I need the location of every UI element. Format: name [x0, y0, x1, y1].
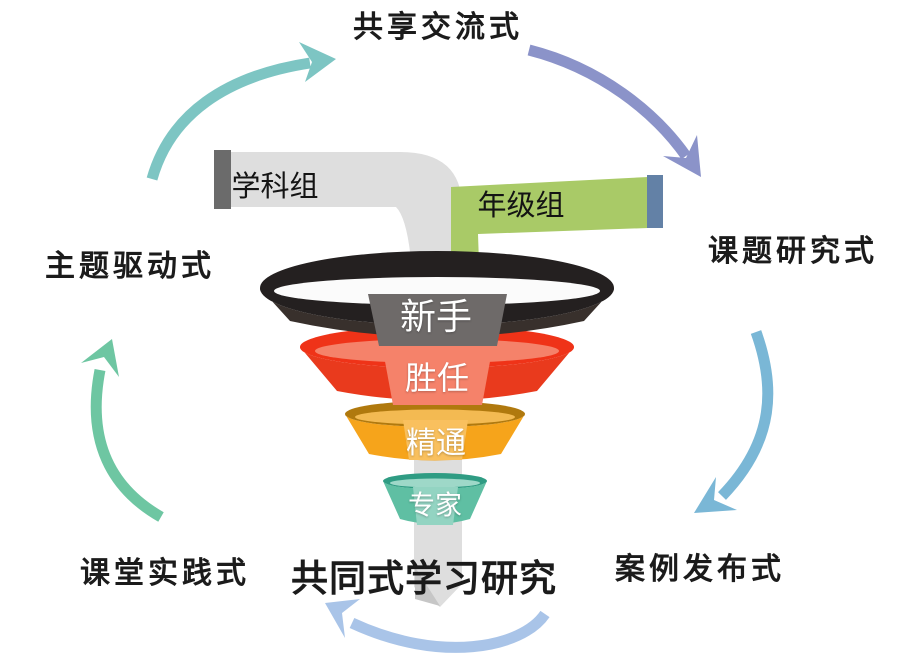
arrow-top-right — [527, 44, 701, 177]
arrow-right-head — [694, 477, 737, 513]
subject-group-pipe-cap — [214, 150, 231, 209]
funnel-level-expert-inner — [390, 478, 480, 488]
subject-group-pipe-fold — [415, 567, 440, 606]
arrow-bottom-shaft — [349, 610, 550, 653]
funnel-level-novice-band — [368, 294, 507, 346]
arrow-right-shaft — [718, 330, 774, 500]
funnel-level-proficient-band — [403, 420, 468, 460]
arrow-top-right-shaft — [527, 44, 691, 160]
funnel-level-expert — [383, 473, 487, 525]
funnel-level-proficient — [345, 401, 525, 461]
arrow-top-left — [146, 42, 336, 181]
grade-group-pipe-body — [451, 177, 648, 263]
funnel-level-competent — [300, 326, 574, 405]
funnel-level-novice-inner — [274, 277, 600, 305]
funnel-level-competent-inner — [315, 339, 559, 363]
arrow-bottom-head — [325, 599, 360, 638]
arrow-left-head — [81, 339, 119, 377]
funnel-level-proficient-inner — [355, 409, 515, 425]
arrow-bottom — [325, 599, 550, 653]
arrow-left-shaft — [90, 368, 164, 522]
arrow-top-right-head — [663, 135, 701, 177]
arrow-left — [81, 339, 164, 522]
funnel-level-competent-band — [384, 356, 491, 405]
arrow-right — [694, 330, 774, 513]
funnel-level-novice-face — [260, 288, 614, 337]
grade-group-pipe — [451, 175, 663, 263]
funnel-level-novice — [260, 251, 614, 346]
funnel-level-expert-band — [413, 487, 458, 525]
arrow-top-left-head — [299, 42, 336, 82]
grade-group-pipe-cap — [647, 175, 663, 228]
arrow-top-left-shaft — [146, 57, 311, 181]
